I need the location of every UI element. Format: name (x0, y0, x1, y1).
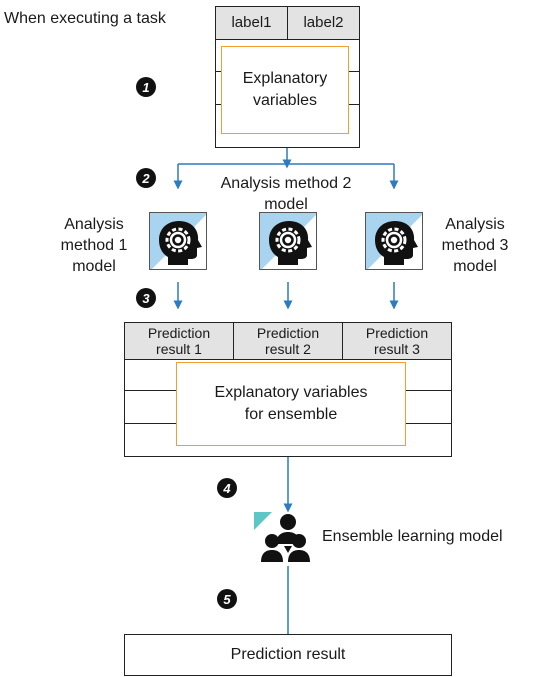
model-2-label: Analysis method 2 model (220, 175, 352, 213)
step-1-number: 1 (142, 79, 150, 95)
step-3-number: 3 (142, 290, 150, 306)
header-prediction-result-2: Prediction result 2 (233, 323, 342, 359)
ensemble-label: Ensemble learning model (322, 528, 503, 545)
prediction-table-header: Prediction result 1 Prediction result 2 … (125, 323, 451, 360)
model-1-head-gear-icon (149, 212, 207, 270)
prediction-result-box: Prediction result (124, 634, 452, 676)
step-2-number: 2 (142, 170, 150, 186)
step-3-badge: 3 (136, 288, 156, 308)
header-prediction-result-1: Prediction result 1 (147, 325, 211, 357)
step-1-badge: 1 (136, 77, 156, 97)
ensemble-group-icon (250, 508, 312, 566)
step-4-number: 4 (223, 480, 231, 496)
prediction-result-text: Prediction result (230, 646, 346, 663)
explanatory-variables-text: Explanatory variables (242, 70, 328, 109)
explanatory-variables-box: Explanatory variables (221, 46, 349, 134)
top-table-header: label1 label2 (216, 7, 359, 40)
ensemble-variables-box: Explanatory variables for ensemble (176, 362, 406, 446)
header-prediction-result-3: Prediction result 3 (342, 323, 451, 359)
header-label1: label1 (231, 14, 272, 31)
model-3-label: Analysis method 3 model (441, 216, 509, 275)
task-title: When executing a task (4, 10, 166, 27)
step-2-badge: 2 (136, 168, 156, 188)
model-3-head-gear-icon (365, 212, 423, 270)
step-4-badge: 4 (217, 478, 237, 498)
ensemble-variables-text: Explanatory variables for ensemble (214, 384, 368, 423)
model-1-label: Analysis method 1 model (60, 216, 128, 275)
top-table: label1 label2 (215, 6, 360, 148)
prediction-table: Prediction result 1 Prediction result 2 … (124, 322, 452, 457)
header-label2: label2 (287, 7, 359, 39)
step-5-number: 5 (223, 591, 231, 607)
step-5-badge: 5 (217, 589, 237, 609)
model-2-head-gear-icon (259, 212, 317, 270)
